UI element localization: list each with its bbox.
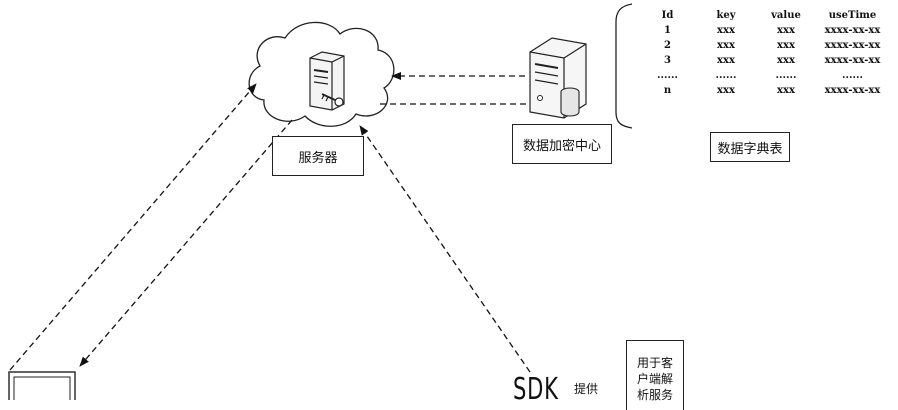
dictionary-table-label: 数据字典表 bbox=[710, 132, 790, 162]
encryption-center-label: 数据加密中心 bbox=[512, 124, 612, 164]
table-cell: xxx bbox=[777, 25, 795, 36]
table-row: 1 xxx xxx xxxx-xx-xx bbox=[640, 23, 890, 38]
sdk-usage-line: 析服务 bbox=[636, 388, 673, 402]
table-cell: ...... bbox=[715, 70, 737, 81]
sdk-server-arrow bbox=[359, 125, 531, 373]
computer-terminal-icon bbox=[8, 371, 76, 400]
provide-label: 提供 bbox=[574, 382, 599, 396]
table-cell: ...... bbox=[842, 70, 863, 81]
table-header: Id bbox=[661, 10, 674, 21]
table-row: 3 xxx xxx xxxx-xx-xx bbox=[640, 53, 890, 68]
table-row: 2 xxx xxx xxxx-xx-xx bbox=[640, 38, 890, 53]
table-bracket bbox=[615, 3, 633, 129]
table-header: value bbox=[771, 10, 801, 21]
sdk-usage-line: 户端解 bbox=[636, 372, 673, 386]
table-cell: xxx bbox=[717, 55, 735, 66]
table-row: ...... ...... ...... ...... bbox=[640, 68, 890, 83]
server-key-icon bbox=[309, 51, 345, 111]
client-server-arrows bbox=[9, 83, 293, 371]
table-header-row: Id key value useTime bbox=[640, 8, 890, 23]
table-cell: xxx bbox=[717, 25, 735, 36]
table-cell: n bbox=[663, 85, 672, 96]
table-cell: 3 bbox=[664, 55, 671, 66]
table-header: useTime bbox=[828, 10, 877, 21]
table-cell: xxxx-xx-xx bbox=[824, 40, 881, 51]
table-cell: 2 bbox=[664, 40, 671, 51]
table-cell: xxx bbox=[717, 40, 735, 51]
data-dictionary-table: Id key value useTime 1 xxx xxx xxxx-xx-x… bbox=[640, 8, 890, 98]
table-cell: xxxx-xx-xx bbox=[824, 25, 881, 36]
sdk-label: SDK bbox=[513, 372, 559, 407]
architecture-diagram bbox=[8, 3, 633, 400]
server-database-icon bbox=[529, 37, 587, 119]
sdk-usage-line: 用于客 bbox=[636, 356, 673, 370]
table-cell: ...... bbox=[657, 70, 678, 81]
table-cell: 1 bbox=[664, 25, 671, 36]
sdk-usage-box: 用于客 户端解 析服务 bbox=[626, 340, 684, 410]
table-header: key bbox=[716, 10, 736, 21]
table-cell: xxxx-xx-xx bbox=[824, 55, 881, 66]
table-row: n xxx xxx xxxx-xx-xx bbox=[640, 83, 890, 98]
table-cell: ...... bbox=[775, 70, 797, 81]
table-cell: xxx bbox=[717, 85, 735, 96]
server-label: 服务器 bbox=[272, 136, 364, 176]
sync-arrows bbox=[380, 72, 530, 105]
table-cell: xxx bbox=[777, 55, 795, 66]
table-cell: xxx bbox=[777, 85, 795, 96]
table-cell: xxx bbox=[777, 40, 795, 51]
table-cell: xxxx-xx-xx bbox=[824, 85, 881, 96]
